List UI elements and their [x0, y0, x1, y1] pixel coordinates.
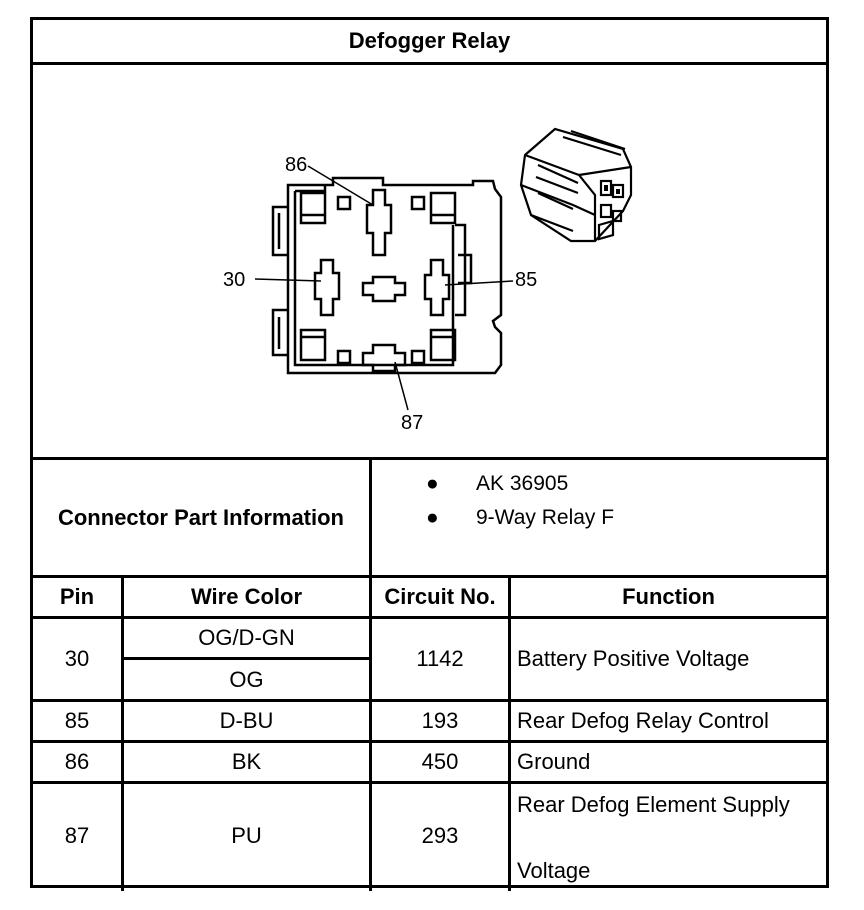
- list-item: ●AK 36905: [426, 472, 569, 495]
- bullet-icon: ●: [426, 472, 439, 495]
- function-line: Voltage: [517, 858, 591, 883]
- table-row-function: Rear Defog Element Supply Voltage: [511, 784, 826, 888]
- bullet-icon: ●: [426, 506, 439, 529]
- table-row-function: Battery Positive Voltage: [517, 646, 750, 671]
- table-row-circuit: 450: [421, 749, 459, 774]
- divider: [33, 781, 826, 784]
- table-row-circuit: 1142: [416, 646, 464, 671]
- divider: [33, 699, 826, 702]
- pin-label-85: 85: [515, 269, 537, 291]
- column-divider: [121, 578, 124, 891]
- table-row-wire-color: OG: [229, 666, 264, 692]
- column-header-circuit: Circuit No.: [384, 584, 496, 609]
- divider: [124, 657, 369, 660]
- divider: [33, 575, 826, 578]
- table-row-pin: 86: [64, 749, 90, 774]
- table-row-circuit: 293: [421, 823, 459, 848]
- connector-sheet: Defogger Relay: [30, 17, 829, 891]
- column-divider: [508, 578, 511, 891]
- pin-label-86: 86: [285, 154, 307, 176]
- table-row-pin: 85: [64, 708, 90, 733]
- connector-info-list: ●AK 36905 ●9-Way Relay F: [372, 460, 826, 575]
- divider: [33, 616, 826, 619]
- connector-info-label: Connector Part Information: [57, 504, 344, 530]
- relay-diagram: 86 30 85 87: [33, 65, 826, 457]
- divider: [369, 460, 372, 575]
- column-header-pin: Pin: [59, 584, 95, 609]
- column-divider: [369, 578, 372, 891]
- pin-label-87: 87: [401, 412, 423, 434]
- list-item: ●9-Way Relay F: [426, 506, 615, 529]
- table-row-wire-color: BK: [231, 749, 262, 774]
- column-header-wire-color: Wire Color: [190, 584, 303, 609]
- divider: [33, 740, 826, 743]
- relay-connector-drawing: 86 30 85 87: [223, 127, 633, 434]
- page-title: Defogger Relay: [348, 28, 511, 53]
- column-header-function: Function: [622, 584, 715, 609]
- divider: [33, 457, 826, 460]
- table-row-circuit: 193: [421, 708, 459, 733]
- table-row-function: Ground: [517, 749, 591, 774]
- function-line: Rear Defog Element Supply: [517, 792, 790, 817]
- connector-3d-illustration: [519, 127, 633, 243]
- table-row-wire-color: D-BU: [219, 708, 274, 733]
- table-row-pin: 87: [64, 823, 90, 848]
- divider: [33, 62, 826, 65]
- table-row-function: Rear Defog Relay Control: [517, 708, 769, 733]
- table-row-wire-color: OG/D-GN: [198, 625, 295, 650]
- table-row-pin: 30: [64, 646, 90, 671]
- pin-label-30: 30: [223, 269, 245, 291]
- table-row-wire-color: PU: [231, 823, 262, 848]
